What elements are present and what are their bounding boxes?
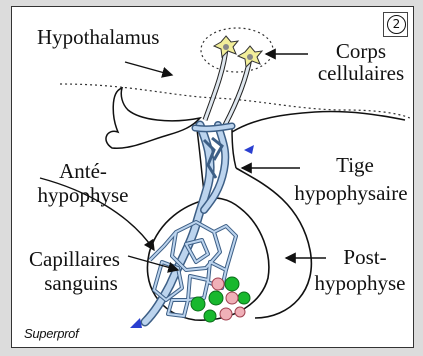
label-capillaires-line1: Capillaires <box>29 248 120 270</box>
green-cell <box>204 310 216 322</box>
green-cell <box>191 297 205 311</box>
green-cell <box>238 292 250 304</box>
green-cell <box>209 291 223 305</box>
badge-number: 2 <box>387 15 406 34</box>
cell-body-zone <box>201 28 273 72</box>
label-tige-line2: hypophysaire <box>288 182 414 204</box>
label-hypothalamus: Hypothalamus <box>37 26 159 48</box>
label-post-line1: Post- <box>316 246 414 268</box>
label-tige-line1: Tige <box>296 154 414 176</box>
brain-outline <box>106 88 200 148</box>
pink-cell <box>226 292 238 304</box>
label-post-line2: hypophyse <box>306 272 414 294</box>
green-cell <box>225 277 239 291</box>
pink-cell <box>212 278 224 290</box>
brain-outline-right <box>232 112 405 132</box>
label-corps-line1: Corps <box>308 40 414 62</box>
stalk-right <box>232 128 236 168</box>
label-ante-line1: Anté- <box>28 160 138 182</box>
flow-arrow-top <box>244 145 254 154</box>
label-corps-line2: cellulaires <box>308 62 414 84</box>
label-capillaires-line2: sanguins <box>22 272 140 294</box>
pink-cell <box>220 308 232 320</box>
flow-arrow-bottom <box>130 318 142 328</box>
watermark: Superprof <box>24 326 78 341</box>
diagram-number-badge: 2 <box>383 12 408 37</box>
label-ante-line2: hypophyse <box>18 184 148 206</box>
arrow-hypothalamus <box>125 62 172 75</box>
pink-cell <box>235 307 245 317</box>
